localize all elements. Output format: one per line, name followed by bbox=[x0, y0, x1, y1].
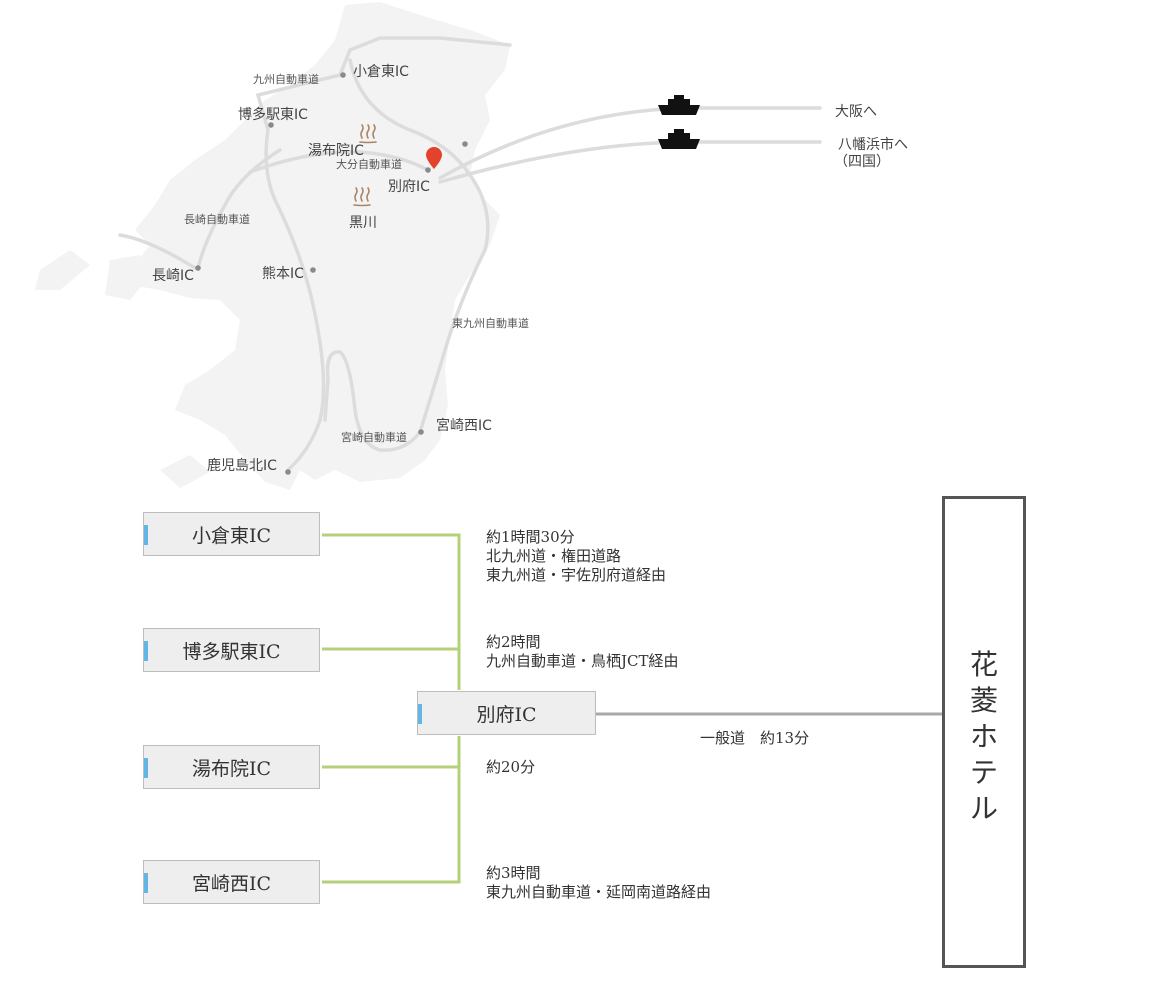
island-fragment bbox=[160, 455, 210, 488]
label-higashi-kyushu-expressway: 東九州自動車道 bbox=[452, 317, 529, 330]
connector-kokura bbox=[322, 533, 461, 690]
origin-box-miyazaki-nishi: 宮崎西IC bbox=[143, 860, 320, 904]
map-pin-icon bbox=[426, 147, 442, 169]
connector-miyazaki bbox=[322, 736, 461, 884]
label-to-osaka: 大阪へ bbox=[835, 104, 877, 120]
route-info-kokura: 約1時間30分 北九州道・権田道路 東九州道・宇佐別府道経由 bbox=[486, 528, 666, 585]
label-nagasaki-expressway: 長崎自動車道 bbox=[184, 213, 250, 226]
label-oita-expressway: 大分自動車道 bbox=[336, 158, 402, 171]
hotel-name-char: 花 bbox=[969, 648, 998, 681]
road-kyushu-expressway bbox=[255, 36, 512, 132]
label-miyazaki-expressway: 宮崎自動車道 bbox=[341, 431, 407, 444]
label-shikoku: （四国） bbox=[834, 154, 890, 170]
label-hakata-eki-higashi-ic: 博多駅東IC bbox=[238, 107, 308, 123]
accent-bar bbox=[144, 641, 148, 661]
hotel-name-char: テ bbox=[969, 756, 998, 789]
road-nagasaki-west bbox=[118, 233, 197, 270]
origin-label: 湯布院IC bbox=[191, 757, 272, 780]
island-fragment bbox=[105, 255, 150, 300]
ferry-icon bbox=[658, 95, 700, 115]
hub-box-beppu-ic: 別府IC bbox=[417, 691, 596, 735]
accent-bar bbox=[418, 704, 422, 724]
hot-spring-icon bbox=[353, 187, 371, 207]
hakata-eki-higashi-dot bbox=[268, 122, 274, 128]
hotel-name-char: 菱 bbox=[969, 684, 998, 717]
origin-label: 博多駅東IC bbox=[182, 640, 281, 663]
hot-spring-icon bbox=[359, 124, 377, 144]
origin-box-hakata-eki-higashi: 博多駅東IC bbox=[143, 628, 320, 672]
kumamoto-dot bbox=[310, 267, 316, 273]
accent-bar bbox=[144, 758, 148, 778]
route-time: 約20分 bbox=[486, 758, 536, 776]
label-yufuin-ic: 湯布院IC bbox=[308, 143, 364, 159]
final-leg-label: 一般道 約13分 bbox=[700, 729, 810, 747]
nagasaki-dot bbox=[195, 265, 201, 271]
label-kumamoto-ic: 熊本IC bbox=[262, 266, 304, 282]
label-to-yawatahama: 八幡浜市へ bbox=[838, 137, 908, 153]
label-beppu-ic: 別府IC bbox=[388, 179, 430, 195]
hotel-name-char: ホ bbox=[969, 720, 998, 753]
kokura-higashi-dot bbox=[340, 72, 346, 78]
kyushu-landmass bbox=[130, 2, 510, 490]
label-kurokawa: 黒川 bbox=[349, 215, 377, 231]
route-info-hakata: 約2時間 九州自動車道・鳥栖JCT経由 bbox=[486, 633, 679, 671]
beppu-dot bbox=[425, 167, 431, 173]
label-nagasaki-ic: 長崎IC bbox=[152, 268, 194, 284]
landmark-dot bbox=[462, 141, 468, 147]
origin-box-kokura-higashi: 小倉東IC bbox=[143, 512, 320, 556]
origin-label: 小倉東IC bbox=[191, 524, 272, 547]
route-time: 約2時間 bbox=[486, 633, 541, 651]
label-miyazaki-nishi-ic: 宮崎西IC bbox=[436, 418, 492, 434]
road-higashi-kyushu-east-coast bbox=[323, 58, 490, 452]
route-via: 東九州道・宇佐別府道経由 bbox=[486, 566, 667, 584]
route-via: 九州自動車道・鳥栖JCT経由 bbox=[486, 652, 679, 670]
route-info-yufuin: 約20分 bbox=[486, 758, 535, 777]
origin-box-yufuin: 湯布院IC bbox=[143, 745, 320, 789]
miyazaki-nishi-dot bbox=[418, 429, 424, 435]
hotel-name-char: ル bbox=[969, 792, 998, 825]
accent-bar bbox=[144, 873, 148, 893]
kyushu-map bbox=[35, 2, 822, 490]
label-kyushu-expressway: 九州自動車道 bbox=[253, 73, 319, 86]
road-kyushu-expressway-south bbox=[264, 128, 326, 472]
accent-bar bbox=[144, 525, 148, 545]
road-oita-expressway bbox=[248, 150, 430, 174]
origin-label: 宮崎西IC bbox=[191, 872, 272, 895]
road-nagasaki-expressway bbox=[196, 148, 282, 270]
hotel-name: 花 菱 ホ テ ル bbox=[945, 647, 1023, 827]
kagoshima-kita-dot bbox=[285, 469, 291, 475]
route-info-miyazaki: 約3時間 東九州自動車道・延岡南道路経由 bbox=[486, 864, 711, 902]
route-time: 約1時間30分 bbox=[486, 528, 575, 546]
ferry-icon bbox=[658, 129, 700, 149]
label-kokura-higashi-ic: 小倉東IC bbox=[353, 64, 409, 80]
route-via: 東九州自動車道・延岡南道路経由 bbox=[486, 883, 712, 901]
route-time: 約3時間 bbox=[486, 864, 541, 882]
label-kagoshima-kita-ic: 鹿児島北IC bbox=[207, 458, 277, 474]
route-via: 北九州道・権田道路 bbox=[486, 547, 622, 565]
island-fragment bbox=[35, 250, 90, 290]
destination-box-hanabishi-hotel: 花 菱 ホ テ ル bbox=[942, 496, 1026, 968]
hub-label: 別府IC bbox=[476, 703, 537, 726]
